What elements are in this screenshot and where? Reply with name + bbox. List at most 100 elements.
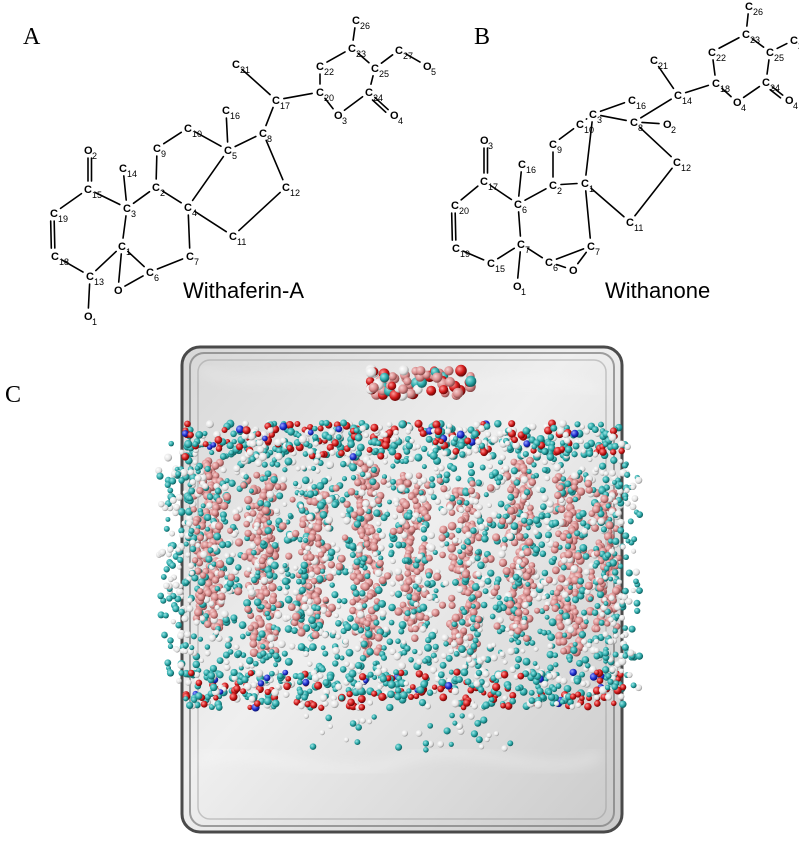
headgroup-atom	[283, 682, 291, 691]
cholesterol-atom	[315, 540, 322, 548]
lipid-atom	[160, 597, 167, 604]
headgroup-atom	[215, 703, 223, 711]
lipid-atom	[235, 564, 242, 571]
lipid-atom	[160, 573, 167, 580]
ligand-atom	[405, 388, 416, 399]
lipid-atom	[284, 584, 291, 590]
lipid-atom	[590, 519, 597, 526]
lipid-atom	[326, 460, 335, 469]
atom-number: 14	[127, 169, 137, 179]
headgroup-atom	[296, 679, 303, 686]
lipid-atom	[466, 560, 473, 567]
cholesterol-atom	[234, 587, 243, 596]
lipid-atom	[164, 481, 171, 489]
headgroup-atom	[181, 452, 190, 461]
cholesterol-atom	[534, 607, 541, 614]
headgroup-atom	[258, 452, 268, 461]
lipid-atom	[163, 582, 170, 590]
cholesterol-atom	[249, 648, 259, 657]
lipid-atom	[192, 660, 201, 669]
cholesterol-atom	[405, 578, 413, 586]
cholesterol-atom	[325, 610, 332, 618]
bond	[462, 250, 485, 261]
atom-number: 25	[774, 53, 784, 63]
lipid-atom	[433, 657, 439, 663]
cholesterol-atom	[412, 625, 419, 633]
lipid-atom	[311, 484, 318, 490]
lipid-atom	[257, 499, 264, 507]
cholesterol-atom	[559, 533, 568, 542]
lipid-atom	[587, 638, 593, 644]
lipid-atom	[593, 638, 600, 645]
lipid-atom	[167, 643, 174, 650]
lipid-atom	[268, 642, 275, 649]
headgroup-atom	[378, 692, 387, 701]
lipid-atom	[177, 556, 184, 563]
lipid-atom	[458, 645, 466, 653]
ligand-molecule	[365, 364, 477, 401]
lipid-atom	[470, 730, 478, 738]
cholesterol-atom	[510, 538, 519, 547]
bond	[61, 259, 84, 273]
lipid-atom	[386, 638, 394, 646]
lipid-atom	[530, 590, 538, 599]
headgroup-atom	[579, 695, 585, 702]
double-bond	[769, 88, 782, 99]
lipid-atom	[207, 493, 214, 501]
lipid-atom	[164, 659, 172, 667]
cholesterol-atom	[374, 633, 383, 642]
cholesterol-atom	[356, 507, 365, 517]
lipid-atom	[329, 582, 335, 588]
lipid-atom	[285, 571, 291, 577]
lipid-atom	[204, 644, 211, 650]
headgroup-atom	[409, 684, 416, 690]
lipid-atom	[254, 459, 263, 467]
lipid-atom	[582, 553, 590, 560]
cholesterol-atom	[507, 506, 516, 515]
double-bond	[49, 220, 53, 249]
lipid-atom	[558, 497, 565, 504]
lipid-atom	[458, 506, 465, 514]
lipid-atom	[429, 482, 436, 489]
headgroup-atom	[242, 426, 251, 435]
headgroup-atom	[405, 428, 412, 435]
headgroup-atom	[200, 700, 208, 708]
lipid-atom	[465, 656, 473, 663]
bond	[524, 188, 547, 201]
lipid-atom	[445, 654, 453, 662]
lipid-atom	[424, 643, 432, 652]
lipid-atom	[577, 469, 583, 475]
lipid-atom	[221, 483, 229, 491]
ligand-atom	[438, 384, 449, 395]
lipid-atom	[547, 633, 556, 642]
headgroup-atom	[534, 700, 543, 709]
lipid-atom	[219, 541, 227, 549]
headgroup-atom	[546, 673, 553, 680]
headgroup-atom	[609, 427, 618, 435]
cholesterol-atom	[572, 608, 579, 616]
headgroup-atom	[583, 428, 591, 435]
lipid-atom	[339, 666, 347, 673]
headgroup-atom	[386, 703, 394, 712]
molecule-name-withanone: Withanone	[605, 278, 710, 303]
lipid-atom	[298, 569, 304, 575]
cholesterol-atom	[194, 567, 202, 575]
lipid-atom	[274, 461, 281, 468]
lipid-atom	[224, 478, 230, 484]
lipid-atom	[410, 613, 417, 620]
lipid-atom	[512, 573, 520, 581]
lipid-atom	[509, 666, 517, 674]
atom-label: C	[589, 109, 597, 121]
lipid-atom	[491, 642, 497, 648]
cholesterol-atom	[447, 521, 457, 531]
headgroup-atom	[397, 669, 405, 677]
cholesterol-atom	[451, 613, 460, 622]
lipid-atom	[622, 652, 629, 659]
headgroup-atom	[282, 669, 289, 676]
lipid-atom	[522, 533, 529, 539]
lipid-atom	[515, 639, 522, 646]
lipid-atom	[169, 562, 176, 569]
lipid-atom	[567, 657, 573, 663]
bond	[343, 95, 364, 112]
lipid-atom	[195, 542, 201, 549]
